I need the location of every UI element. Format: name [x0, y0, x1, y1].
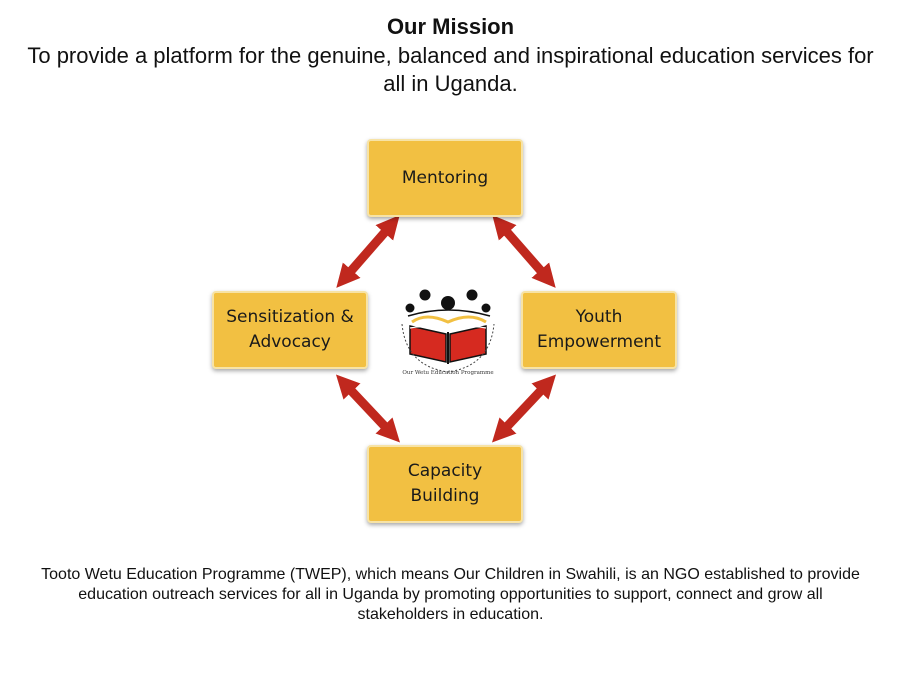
- mission-statement: To provide a platform for the genuine, b…: [27, 43, 874, 96]
- twep-logo: Our Wetu Education Programme: [401, 289, 495, 376]
- node-capacity-building: Capacity Building: [367, 445, 523, 523]
- logo-text: Our Wetu Education Programme: [402, 370, 493, 376]
- node-youth-label: Youth Empowerment: [536, 307, 661, 352]
- node-sensitization-advocacy: Sensitization & Advocacy: [212, 291, 368, 369]
- arrow-top-left: [336, 215, 400, 288]
- description: Tooto Wetu Education Programme (TWEP), w…: [41, 566, 860, 623]
- node-mentoring: Mentoring: [367, 139, 523, 217]
- node-mentoring-label: Mentoring: [401, 167, 489, 188]
- node-sensitization-label: Sensitization & Advocacy: [226, 307, 354, 352]
- heading: Our Mission: [386, 14, 515, 39]
- arrow-top-right: [492, 215, 556, 288]
- node-capacity-label: Capacity Building: [407, 461, 483, 506]
- arrow-bottom-right: [491, 374, 557, 443]
- arrow-bottom-left: [335, 374, 401, 443]
- node-youth-empowerment: Youth Empowerment: [521, 291, 677, 369]
